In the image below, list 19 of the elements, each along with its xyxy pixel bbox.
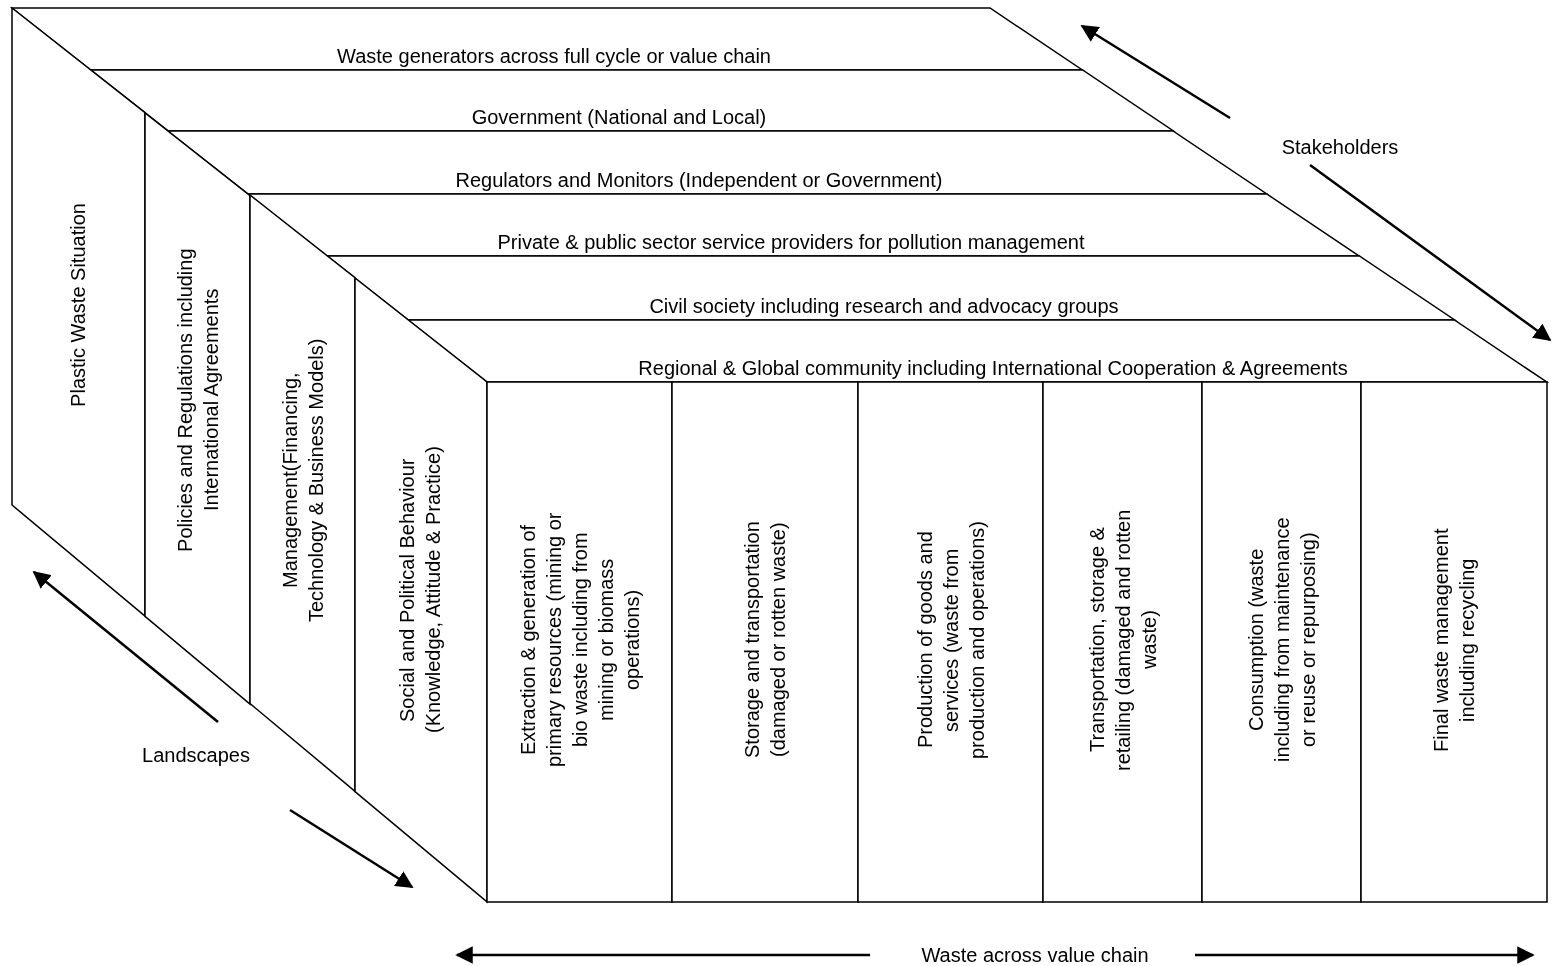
value-chain-text: Storage and transportation (damaged or rotten waste) [740, 520, 790, 761]
landscape-text: Management(Financing, Technology & Business Models) [278, 337, 328, 624]
landscape-text: Social and Political Behaviour (Knowledge, Attitude & Practice) [395, 445, 445, 736]
landscape-text: Plastic Waste Situation [66, 203, 90, 407]
landscape-text: Policies and Regulations including International Agreements [173, 248, 223, 552]
value-chain-text: Consumption (waste including from maintenance or reuse or repurposing) [1243, 516, 1320, 765]
stakeholder-text: Government (National and Local) [471, 105, 767, 130]
value-chain-text: Production of goods and services (waste from production and operations) [912, 520, 989, 761]
value-chain-text: Transportation, storage & retailing (damaged and rotten waste) [1084, 509, 1161, 771]
stakeholder-text: Private & public sector service providers for pollution management [497, 230, 1085, 255]
stakeholder-text: Civil society including research and advocacy groups [649, 294, 1119, 319]
stakeholder-text: Waste generators across full cycle or value chain [337, 44, 771, 69]
value-chain-text: Final waste management including recycling [1429, 527, 1479, 754]
axis-label: Stakeholders [1281, 135, 1399, 159]
axis-label: Waste across value chain [921, 943, 1149, 966]
value-chain-text: Extraction & generation of primary resources (mining or bio waste including from mining or biomass operations) [515, 511, 644, 770]
stakeholder-text: Regulators and Monitors (Independent or Government) [455, 168, 943, 193]
axis-label: Landscapes [142, 743, 250, 767]
stakeholder-text: Regional & Global community including International Cooperation & Agreements [638, 356, 1348, 381]
